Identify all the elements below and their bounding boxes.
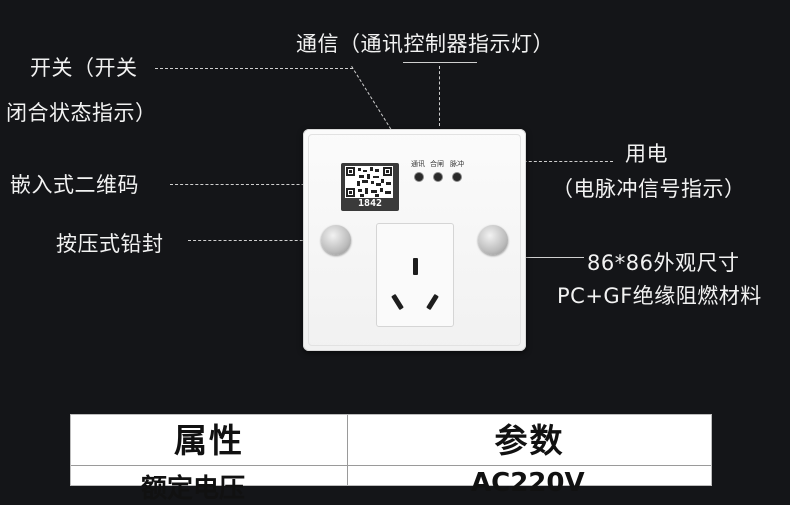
spec-table: 属性 参数 额定电压 AC220V — [70, 414, 712, 504]
power-outlet — [376, 223, 454, 327]
product-stage: 通信（通讯控制器指示灯） 开关（开关 闭合状态指示） 用电 （电脉冲信号指示） … — [6, 32, 762, 486]
callout-comm-indicator: 通信（通讯控制器指示灯） — [296, 32, 554, 56]
panel-inner-frame — [308, 134, 521, 346]
leader-seal — [188, 240, 318, 241]
table-row-divider — [71, 465, 711, 466]
right-seal-button — [478, 225, 508, 255]
qr-serial-number: 1842 — [357, 198, 383, 209]
table-cell-value: AC220V — [471, 468, 585, 498]
left-seal-button — [321, 225, 351, 255]
table-column-divider — [347, 415, 348, 485]
callout-seal: 按压式铅封 — [56, 232, 164, 256]
led-switch-icon — [434, 173, 442, 181]
callout-material: PC+GF绝缘阻燃材料 — [557, 284, 762, 308]
leader-qr — [170, 184, 340, 185]
leader-comm-vertical — [439, 66, 440, 126]
callout-power-line1: 用电 — [625, 142, 668, 166]
leader-comm-underline — [403, 62, 477, 63]
callout-power-line2: （电脉冲信号指示） — [552, 177, 746, 201]
indicator-label-pulse: 脉冲 — [450, 160, 464, 168]
callout-size: 86*86外观尺寸 — [587, 251, 740, 275]
table-header-attribute: 属性 — [174, 421, 244, 460]
callout-switch-line1: 开关（开关 — [30, 56, 138, 80]
indicator-label-comm: 通讯 — [411, 160, 425, 168]
leader-size — [518, 257, 584, 258]
led-comm-icon — [415, 173, 423, 181]
leader-switch — [155, 68, 353, 69]
outlet-right-pin-icon — [426, 293, 439, 311]
callout-qr-code: 嵌入式二维码 — [10, 173, 139, 197]
table-header-parameter: 参数 — [494, 421, 565, 460]
outlet-earth-pin-icon — [413, 258, 418, 275]
indicator-label-close: 合闸 — [430, 160, 444, 168]
outlet-left-pin-icon — [391, 293, 404, 311]
led-pulse-icon — [453, 173, 461, 181]
table-cell-attribute: 额定电压 — [141, 474, 246, 504]
leader-power — [478, 161, 613, 162]
qr-code-icon — [345, 166, 393, 198]
callout-switch-line2: 闭合状态指示） — [6, 101, 157, 125]
